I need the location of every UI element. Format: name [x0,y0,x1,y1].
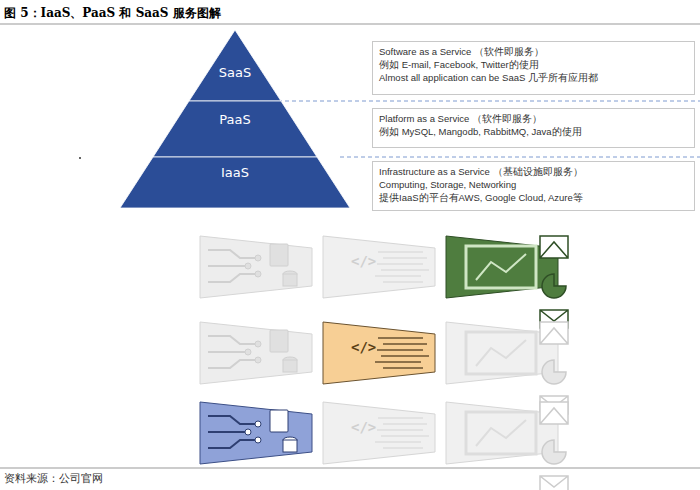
tier-shape [153,101,317,157]
box-line: 提供IaaS的平台有AWS, Google Cloud, Azure等 [379,191,688,204]
tier-label: IaaS [120,165,350,180]
box-line: 例如 E-mail, Facebook, Twitter的使用 [379,58,688,71]
box-line: Computing, Storage, Networking [379,178,688,191]
code-symbol: </> [350,339,377,355]
box-line: Almost all application can be SaaS 几乎所有应… [379,71,688,84]
pyramid-tier: PaaS [153,101,317,157]
tier-label: SaaS [189,65,281,80]
service-box: Infrastructure as a Service （基础设施即服务）Com… [372,161,695,211]
box-heading: Platform as a Service （软件即服务） [379,112,688,125]
code-symbol: </> [350,419,377,435]
pyramid-tier: SaaS [189,30,281,101]
tier-label: PaaS [153,112,317,127]
service-box: Software as a Service （软件即服务）例如 E-mail, … [372,41,695,95]
box-heading: Software as a Service （软件即服务） [379,45,688,58]
tier-shape [120,157,350,208]
service-box: Platform as a Service （软件即服务）例如 MySQL, M… [372,108,695,148]
figure-title: 图 5：IaaS、PaaS 和 SaaS 服务图解 [4,5,221,22]
code-symbol: </> [350,253,377,269]
box-heading: Infrastructure as a Service （基础设施即服务） [379,165,688,178]
pyramid-tier: IaaS [120,157,350,208]
box-line: 例如 MySQL, Mangodb, RabbitMQ, Java的使用 [379,125,688,138]
source-caption: 资料来源：公司官网 [4,471,103,486]
